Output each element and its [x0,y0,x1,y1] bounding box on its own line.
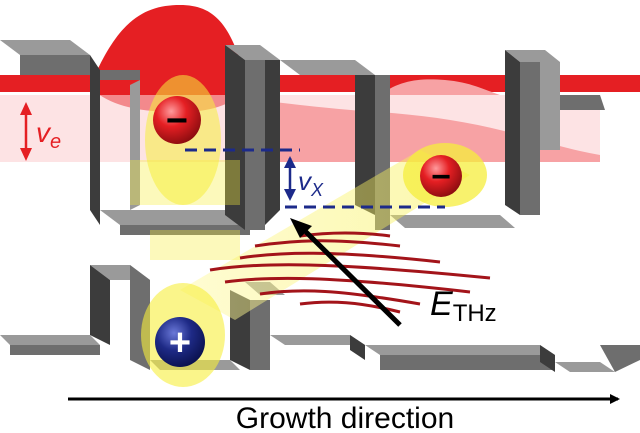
growth-direction-label: Growth direction [236,402,454,433]
thz-field-sub: THz [453,300,497,327]
electron-1-charge: − [166,100,188,142]
electron-spacing-sub: e [50,131,61,153]
lower-well-structure [0,265,640,372]
exciton-spacing-arrow [284,156,296,201]
electron-1: − [153,96,201,144]
electron-2: − [420,155,462,197]
electron-spacing-label: ve [36,117,61,153]
thz-field-arrow [290,218,402,327]
upper-well-structure [0,40,605,235]
hole: + [155,317,205,367]
electron-spacing-main: v [36,117,52,148]
exciton-spacing-sub: X [310,180,324,200]
exciton-spacing-label: vX [298,166,324,200]
electron-2-charge: − [431,158,451,196]
electron-spacing-arrow [20,102,32,161]
thz-wave [209,231,491,314]
hole-charge: + [169,322,191,364]
thz-field-label: ETHz [430,285,497,327]
thz-field-main: E [430,285,453,323]
exciton-spacing-main: v [298,166,313,196]
energy-levels [185,148,445,209]
